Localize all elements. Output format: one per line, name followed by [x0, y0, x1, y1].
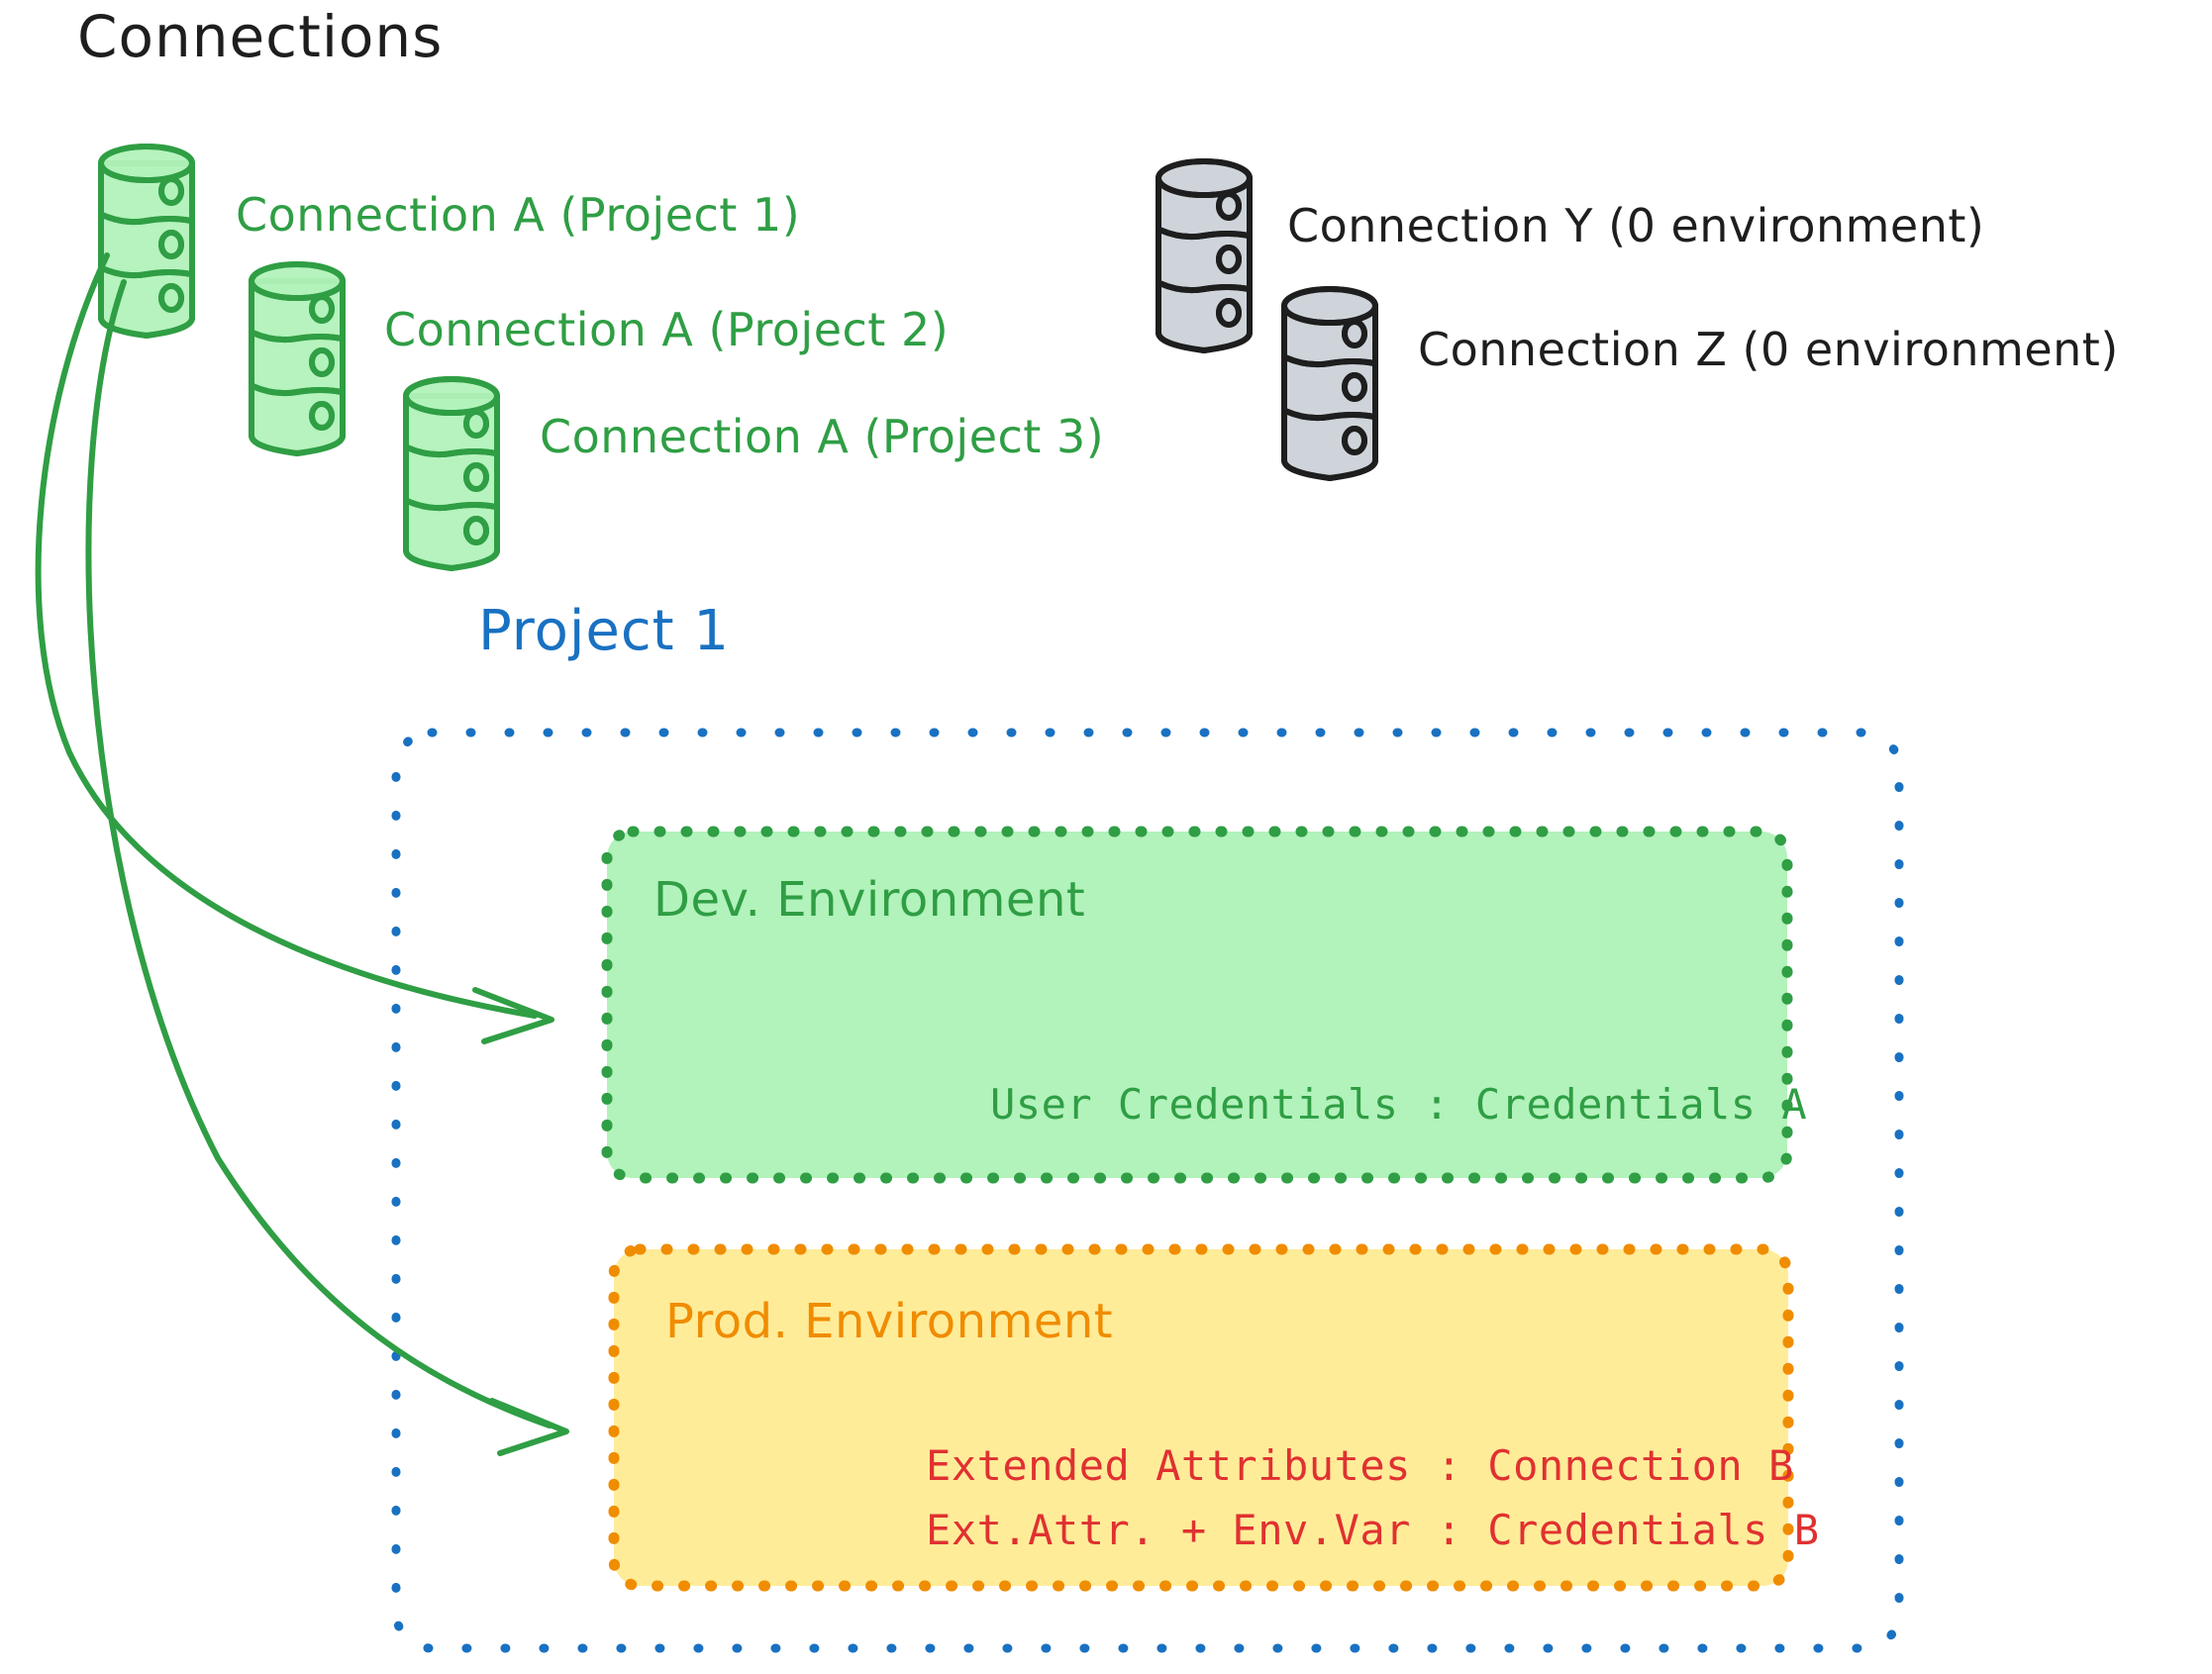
connection-a3-label: Connection A (Project 3) [540, 410, 1105, 463]
arrow-conn-a-to-prod [85, 279, 553, 1428]
dev-environment-title: Dev. Environment [654, 872, 1086, 928]
prod-environment-line-1: Extended Attributes : Connection B [926, 1441, 1794, 1490]
connection-a1-label: Connection A (Project 1) [236, 188, 801, 242]
connection-a2-label: Connection A (Project 2) [384, 303, 950, 356]
connection-y-database-icon[interactable] [1156, 158, 1253, 354]
arrow-conn-a-to-dev-head [472, 987, 554, 1044]
prod-environment-title: Prod. Environment [665, 1294, 1114, 1349]
connection-a3-database-icon[interactable] [403, 376, 500, 572]
dev-environment-box [601, 826, 1793, 1184]
prod-environment-box [608, 1243, 1794, 1592]
arrow-conn-a-to-dev [35, 252, 538, 1019]
project-1-title: Project 1 [478, 599, 731, 663]
connection-a2-database-icon[interactable] [249, 261, 346, 457]
dev-environment-line-1: User Credentials : Credentials A [990, 1080, 1808, 1129]
arrow-conn-a-to-prod-head [489, 1398, 569, 1456]
connection-y-label: Connection Y (0 environment) [1287, 199, 1985, 252]
prod-environment-line-2: Ext.Attr. + Env.Var : Credentials B [926, 1506, 1820, 1554]
connection-a1-database-icon[interactable] [98, 144, 195, 340]
page-title: Connections [77, 3, 444, 70]
connection-z-database-icon[interactable] [1281, 286, 1378, 482]
connection-z-label: Connection Z (0 environment) [1418, 323, 2119, 376]
